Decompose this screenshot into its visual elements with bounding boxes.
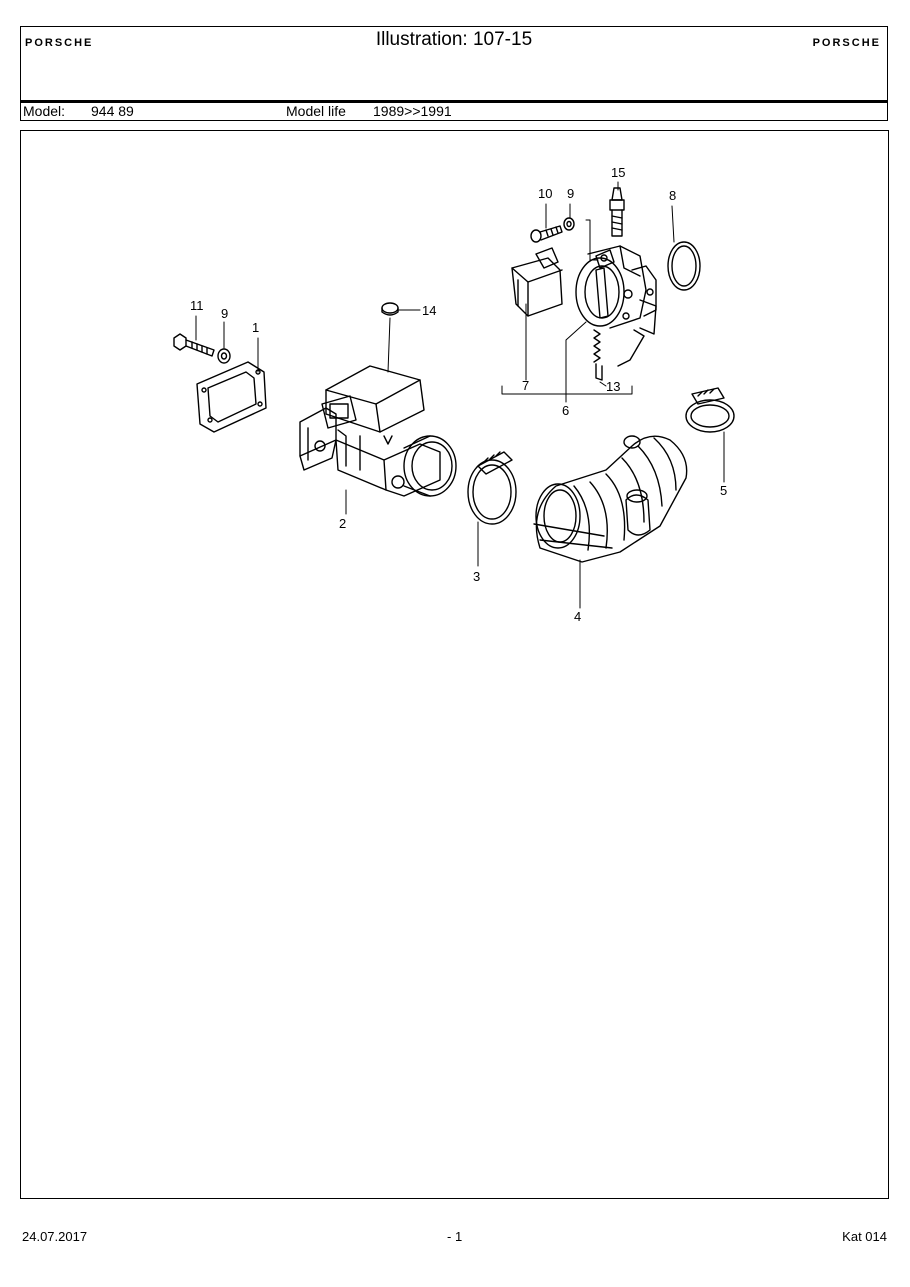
- callout-7: 7: [522, 378, 529, 393]
- screw-part: [530, 225, 563, 243]
- brand-logo-left: PORSCHE: [25, 37, 94, 49]
- hose-clamp-part-left: [467, 451, 517, 525]
- plug-part: [381, 302, 399, 316]
- gasket-part: [196, 361, 267, 433]
- callout-3: 3: [473, 569, 480, 584]
- washer-part-left: [217, 348, 231, 364]
- model-life-value: 1989>>1991: [373, 103, 452, 119]
- header-box: PORSCHE Illustration: 107-15 PORSCHE Mod…: [20, 26, 888, 121]
- air-flow-meter-part: [299, 365, 457, 497]
- leader-lines: [195, 181, 725, 609]
- callout-8: 8: [669, 188, 676, 203]
- intake-hose-part: [533, 435, 688, 563]
- model-value: 944 89: [91, 103, 134, 119]
- callout-9-left: 9: [221, 306, 228, 321]
- spring-part: [593, 329, 603, 381]
- illustration-frame: [20, 130, 889, 1199]
- page-title: Illustration: 107-15: [375, 29, 533, 50]
- callout-9-upper: 9: [567, 186, 574, 201]
- callout-11: 11: [190, 298, 204, 313]
- footer-date: 24.07.2017: [22, 1229, 88, 1244]
- callout-labels: 1 2 3 4 5 6 7 8 9 9 10 11 13 14 15: [190, 165, 727, 624]
- callout-4: 4: [574, 609, 581, 624]
- footer-catalog: Kat 014: [842, 1229, 887, 1244]
- callout-10: 10: [538, 186, 552, 201]
- throttle-housing-part: [575, 245, 657, 367]
- model-life-label: Model life: [286, 103, 346, 119]
- callout-5: 5: [720, 483, 727, 498]
- callout-2: 2: [339, 516, 346, 531]
- washer-part-upper: [563, 217, 575, 231]
- brand-logo-right: PORSCHE: [812, 37, 881, 49]
- callout-13: 13: [606, 379, 620, 394]
- callout-14: 14: [422, 303, 436, 318]
- sensor-part: [609, 187, 625, 237]
- callout-15: 15: [611, 165, 625, 180]
- hose-clamp-part-right: [685, 387, 735, 433]
- model-label: Model:: [23, 103, 66, 119]
- callout-6: 6: [562, 403, 569, 418]
- throttle-switch-part: [511, 247, 563, 317]
- o-ring-part: [667, 241, 701, 291]
- callout-1: 1: [252, 320, 259, 335]
- header-divider: [21, 100, 887, 103]
- footer-page-number: - 1: [447, 1229, 463, 1244]
- bolt-part: [173, 333, 215, 357]
